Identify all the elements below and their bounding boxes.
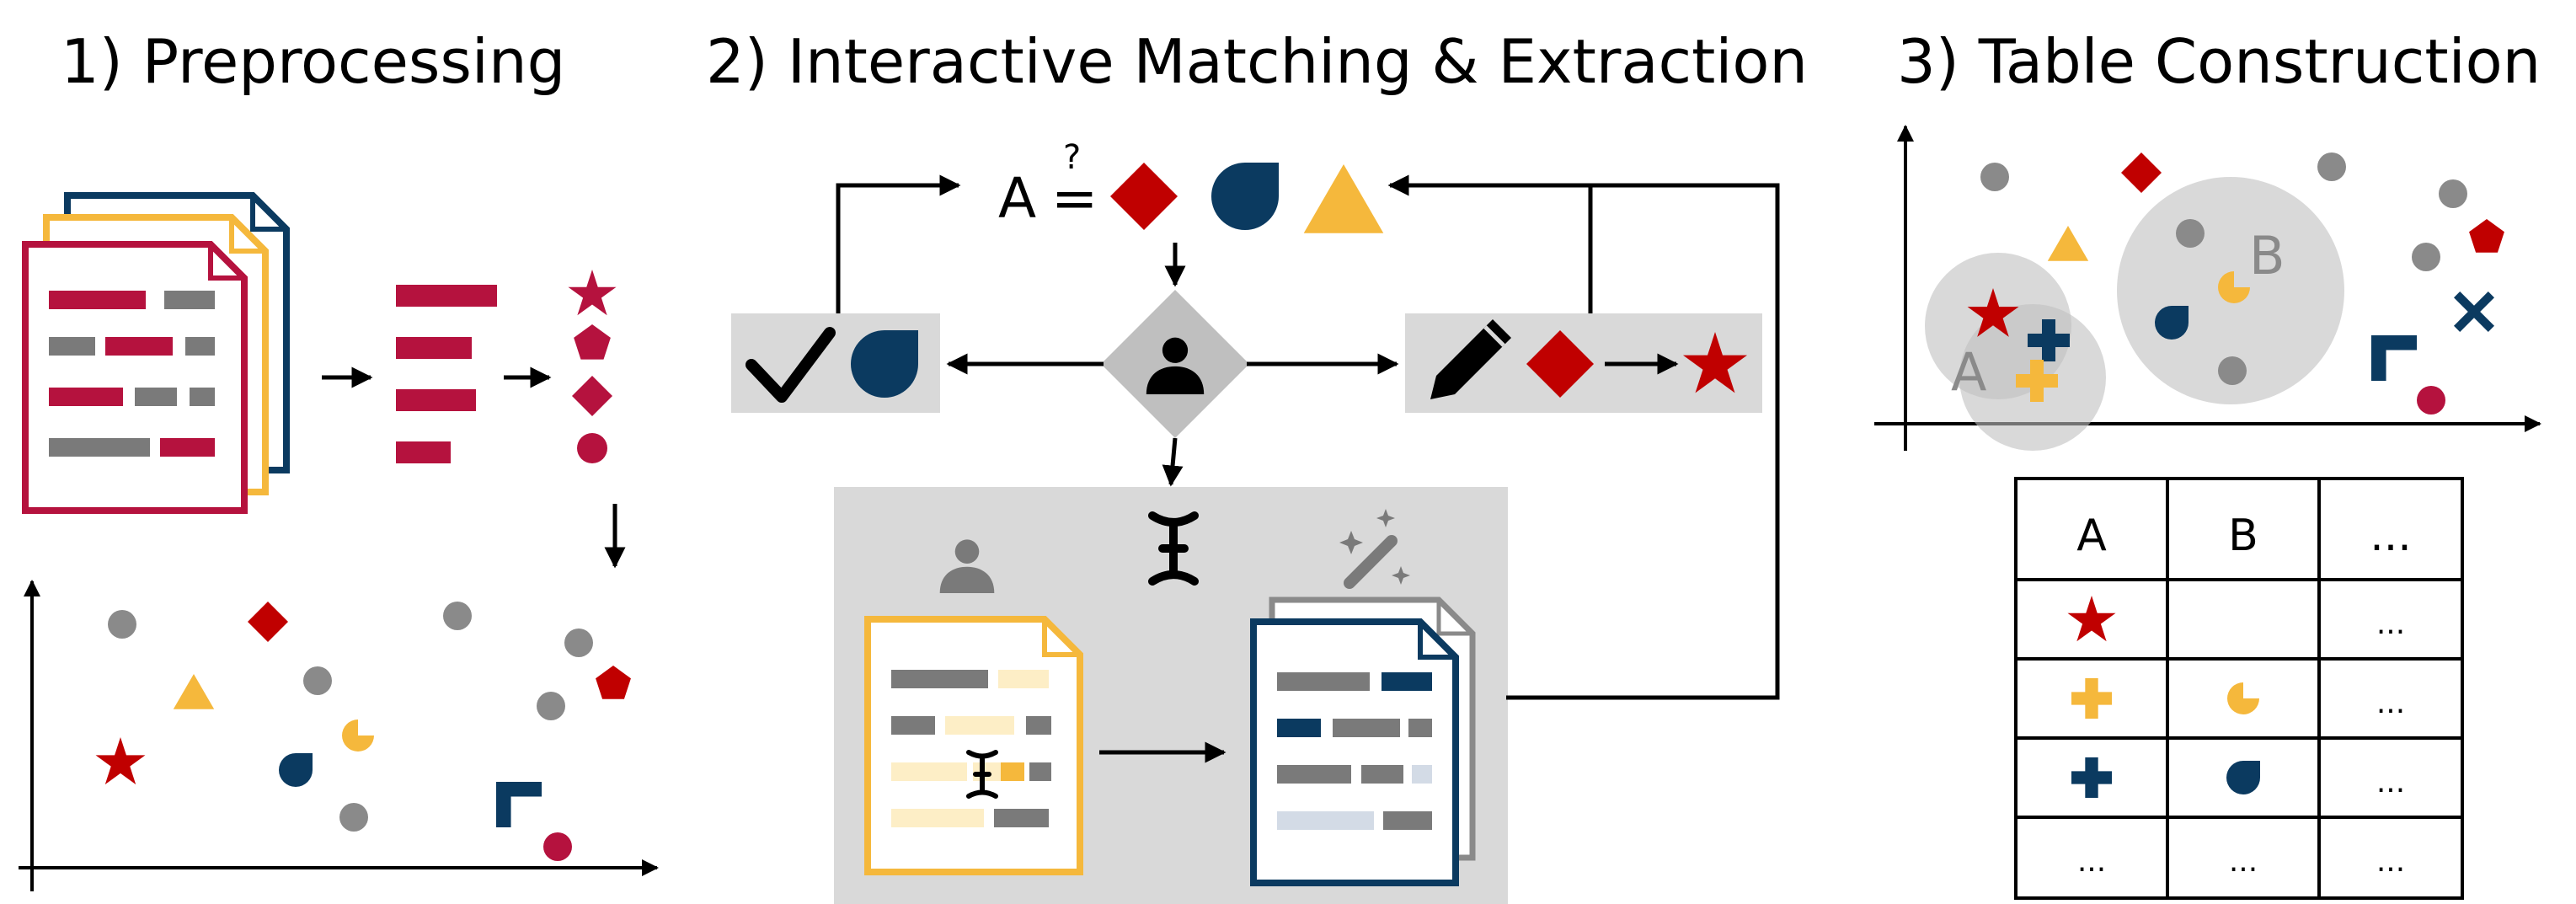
pentagon-icon (2469, 219, 2504, 253)
diamond-icon (2121, 152, 2162, 193)
drop-icon (279, 753, 313, 787)
table-header-b: B (2228, 511, 2258, 561)
question-mark: ? (1063, 138, 1081, 177)
query-label: A (998, 166, 1036, 231)
gray-point (564, 629, 593, 657)
pie-icon (342, 719, 374, 752)
equals-sign: = (1051, 166, 1098, 231)
result-table: A B ... ... ... ... ... ... ... (2014, 477, 2464, 900)
star-icon (568, 270, 617, 316)
triangle-icon (2047, 226, 2089, 261)
diamond-icon (1110, 163, 1178, 230)
correction-box (1405, 313, 1762, 413)
diamond-icon (572, 376, 612, 416)
triangle-icon (173, 674, 215, 709)
cluster-label-b: B (2249, 225, 2285, 286)
gray-point (339, 803, 368, 832)
table-cell-more: ... (2376, 607, 2405, 641)
gray-point (303, 666, 332, 695)
table-cell-more: ... (2376, 765, 2405, 800)
circle-icon (577, 433, 607, 463)
table-header-more: ... (2370, 511, 2412, 561)
table-header-a: A (2076, 511, 2107, 561)
section-title-matching: 2) Interactive Matching & Extraction (706, 26, 1808, 97)
accept-box (731, 313, 940, 413)
pentagon-icon (596, 666, 631, 699)
crimson-point (2417, 386, 2445, 415)
annotated-document (864, 616, 1083, 875)
table-cell-b: ... (2229, 844, 2258, 879)
pentagon-icon (574, 324, 611, 360)
arrow-accept-to-query (836, 174, 961, 313)
gray-point (2439, 179, 2467, 208)
drop-icon (1211, 163, 1279, 230)
gray-point (443, 602, 472, 630)
extracted-document-stack (1250, 596, 1476, 886)
gray-point (2176, 219, 2205, 248)
cross-icon (2454, 292, 2494, 332)
star-icon (95, 737, 146, 785)
shape-encoding-column (568, 270, 617, 463)
gray-point (537, 692, 565, 720)
document-crimson (22, 241, 248, 514)
crimson-point (543, 832, 572, 861)
text-cursor-icon (966, 750, 998, 799)
arrow-user-to-extraction (1162, 437, 1184, 487)
user-decision-node (1101, 290, 1249, 438)
embedding-scatter-plot (19, 580, 659, 891)
document-stack (22, 192, 290, 514)
pencil-icon (1430, 319, 1511, 399)
corner-icon (496, 782, 542, 827)
extracted-lines (396, 285, 497, 463)
magic-wand-icon (1339, 509, 1410, 589)
drop-icon (2226, 761, 2260, 794)
section-title-table-construction: 3) Table Construction (1897, 26, 2541, 97)
query-row: A = ? (998, 138, 1384, 233)
gray-point (2317, 152, 2346, 181)
drop-icon (851, 330, 918, 398)
gray-point (1980, 163, 2009, 191)
gray-point (2218, 356, 2247, 385)
diamond-icon (248, 602, 288, 642)
triangle-icon (1303, 164, 1384, 233)
cluster-label-a: A (1951, 341, 1986, 403)
arrow-extraction-loop-to-query (1387, 174, 1780, 700)
drop-icon (2155, 306, 2189, 340)
section-title-preprocessing: 1) Preprocessing (61, 26, 565, 97)
gray-point (2412, 243, 2440, 271)
corner-icon (2371, 335, 2417, 381)
table-cell-more: ... (2376, 686, 2405, 720)
text-cursor-icon (1148, 511, 1199, 586)
checkmark-icon (746, 327, 836, 403)
table-cell-more: ... (2376, 844, 2405, 879)
clustered-scatter-plot: A B (1874, 125, 2541, 451)
table-cell-a: ... (2077, 844, 2106, 879)
gray-point (108, 610, 136, 639)
extraction-panel (834, 487, 1508, 904)
